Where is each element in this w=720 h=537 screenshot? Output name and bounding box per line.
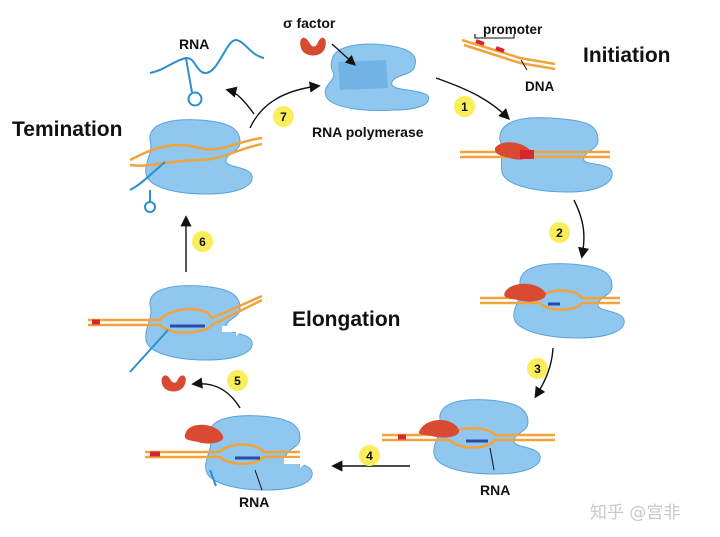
sigma-factor-label: σ factor xyxy=(283,15,336,31)
promoter-dna xyxy=(461,34,556,71)
arrow-step-1 xyxy=(435,77,510,120)
promoter-label: promoter xyxy=(483,22,543,37)
arrow-step-2 xyxy=(573,199,590,259)
rna-polymerase-label: RNA polymerase xyxy=(312,124,424,140)
sigma-factor-free xyxy=(300,37,326,56)
step-badge-4: 4 xyxy=(359,445,380,466)
phase-termination: Temination xyxy=(12,118,123,141)
phase-initiation: Initiation xyxy=(583,44,671,67)
cycle-arrows xyxy=(180,77,590,472)
step-badge-1: 1 xyxy=(454,96,475,117)
released-sigma-factor xyxy=(161,375,186,392)
polymerase-early-elongation xyxy=(382,399,555,475)
released-rna-strand xyxy=(149,38,265,107)
released-rna-label: RNA xyxy=(179,36,210,52)
phase-elongation: Elongation xyxy=(292,308,401,331)
free-polymerase xyxy=(324,43,430,111)
arrow-step-7 xyxy=(249,81,321,129)
rna-label-step4: RNA xyxy=(239,494,270,510)
arrow-rna-release xyxy=(225,86,255,115)
polymerase-at-promoter xyxy=(460,117,613,193)
step-badge-7: 7 xyxy=(273,106,294,127)
polymerase-open-complex xyxy=(480,263,625,339)
polymerase-elongation-sigma xyxy=(145,415,313,491)
rna-label-step3: RNA xyxy=(480,482,511,498)
polymerase-termination xyxy=(129,119,263,213)
step-badge-3: 3 xyxy=(527,358,548,379)
step-badge-5: 5 xyxy=(227,370,248,391)
sigma-binding-arrow xyxy=(331,43,356,66)
dna-label: DNA xyxy=(525,79,555,94)
polymerase-elongating xyxy=(88,285,263,373)
arrow-step-5 xyxy=(191,377,241,409)
watermark: 知乎 @宫非 xyxy=(590,503,681,523)
step-badge-6: 6 xyxy=(192,231,213,252)
step-badge-2: 2 xyxy=(549,222,570,243)
arrow-step-3 xyxy=(534,347,554,399)
